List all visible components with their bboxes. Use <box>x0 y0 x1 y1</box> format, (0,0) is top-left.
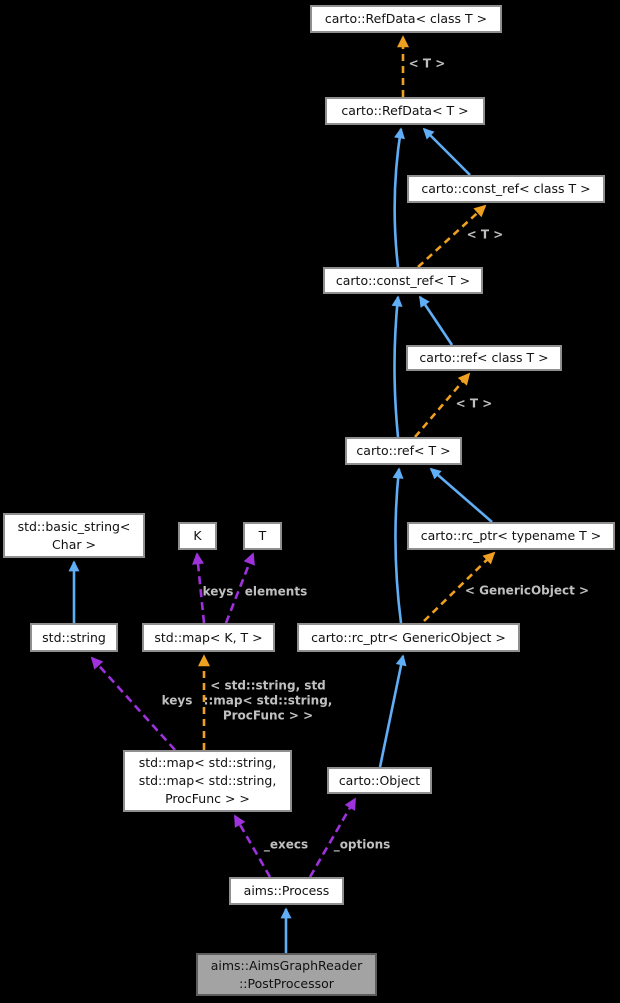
node-carto-ref-class-t[interactable]: carto::ref< class T > <box>406 345 562 371</box>
node-carto-rc-ptr-typename-t[interactable]: carto::rc_ptr< typename T > <box>407 522 615 550</box>
edge-label-process-options: _options <box>333 837 391 852</box>
template-edges <box>198 35 496 750</box>
node-aims-process[interactable]: aims::Process <box>229 877 344 905</box>
edge-ref-constref <box>391 295 403 438</box>
edge-rcptrgo-ref <box>392 467 404 624</box>
node-carto-refdata-class-t[interactable]: carto::RefData< class T > <box>310 5 502 33</box>
usage-edges <box>90 552 357 878</box>
edge-label-map-keys: keys <box>202 584 234 599</box>
edge-label-tpl-const-ref: < T > <box>466 227 504 242</box>
edge-label-tpl-refdata: < T > <box>408 56 446 71</box>
edge-tpl-rcptr <box>423 551 496 622</box>
node-aims-aimsgraphreader-postprocessor[interactable]: aims::AimsGraphReader ::PostProcessor <box>196 953 377 996</box>
node-std-string[interactable]: std::string <box>30 623 118 652</box>
edge-map-keys <box>192 552 206 624</box>
node-carto-const-ref-t[interactable]: carto::const_ref< T > <box>323 267 483 294</box>
edge-tpl-constref <box>417 204 487 268</box>
node-std-basic-string[interactable]: std::basic_string< Char > <box>3 513 145 558</box>
edge-label-tpl-ref: < T > <box>455 396 493 411</box>
edge-rcptrtypename-ref <box>429 467 493 523</box>
edge-label-tpl-rc-ptr: < GenericObject > <box>464 583 590 598</box>
node-k[interactable]: K <box>178 522 217 550</box>
edge-label-map-elements: elements <box>244 584 308 599</box>
edge-refclass-constref <box>418 295 454 346</box>
edge-tpl-ref <box>414 372 471 438</box>
edge-label-tpl-map: < std::string, std ::map< std::string, P… <box>203 678 333 723</box>
node-t[interactable]: T <box>243 522 282 550</box>
edge-label-bigmap-keys: keys <box>161 693 193 708</box>
edge-label-process-execs: _execs <box>263 837 309 852</box>
edge-constrefclass-refdata <box>422 127 471 176</box>
node-carto-object[interactable]: carto::Object <box>327 767 432 794</box>
edge-process-options <box>308 797 357 878</box>
edge-object-rcptrgo <box>378 654 407 768</box>
node-carto-ref-t[interactable]: carto::ref< T > <box>345 437 462 465</box>
edge-process-execs <box>233 814 272 878</box>
node-carto-rc-ptr-genericobject[interactable]: carto::rc_ptr< GenericObject > <box>297 623 520 652</box>
node-std-map-string-procfunc[interactable]: std::map< std::string, std::map< std::st… <box>123 750 292 812</box>
node-carto-refdata-t[interactable]: carto::RefData< T > <box>325 97 485 125</box>
node-std-map-k-t[interactable]: std::map< K, T > <box>142 623 275 652</box>
inheritance-edges <box>68 127 493 953</box>
edge-bigmap-keys <box>90 656 176 751</box>
node-carto-const-ref-class-t[interactable]: carto::const_ref< class T > <box>407 175 605 203</box>
edge-constref-refdata <box>393 127 405 268</box>
